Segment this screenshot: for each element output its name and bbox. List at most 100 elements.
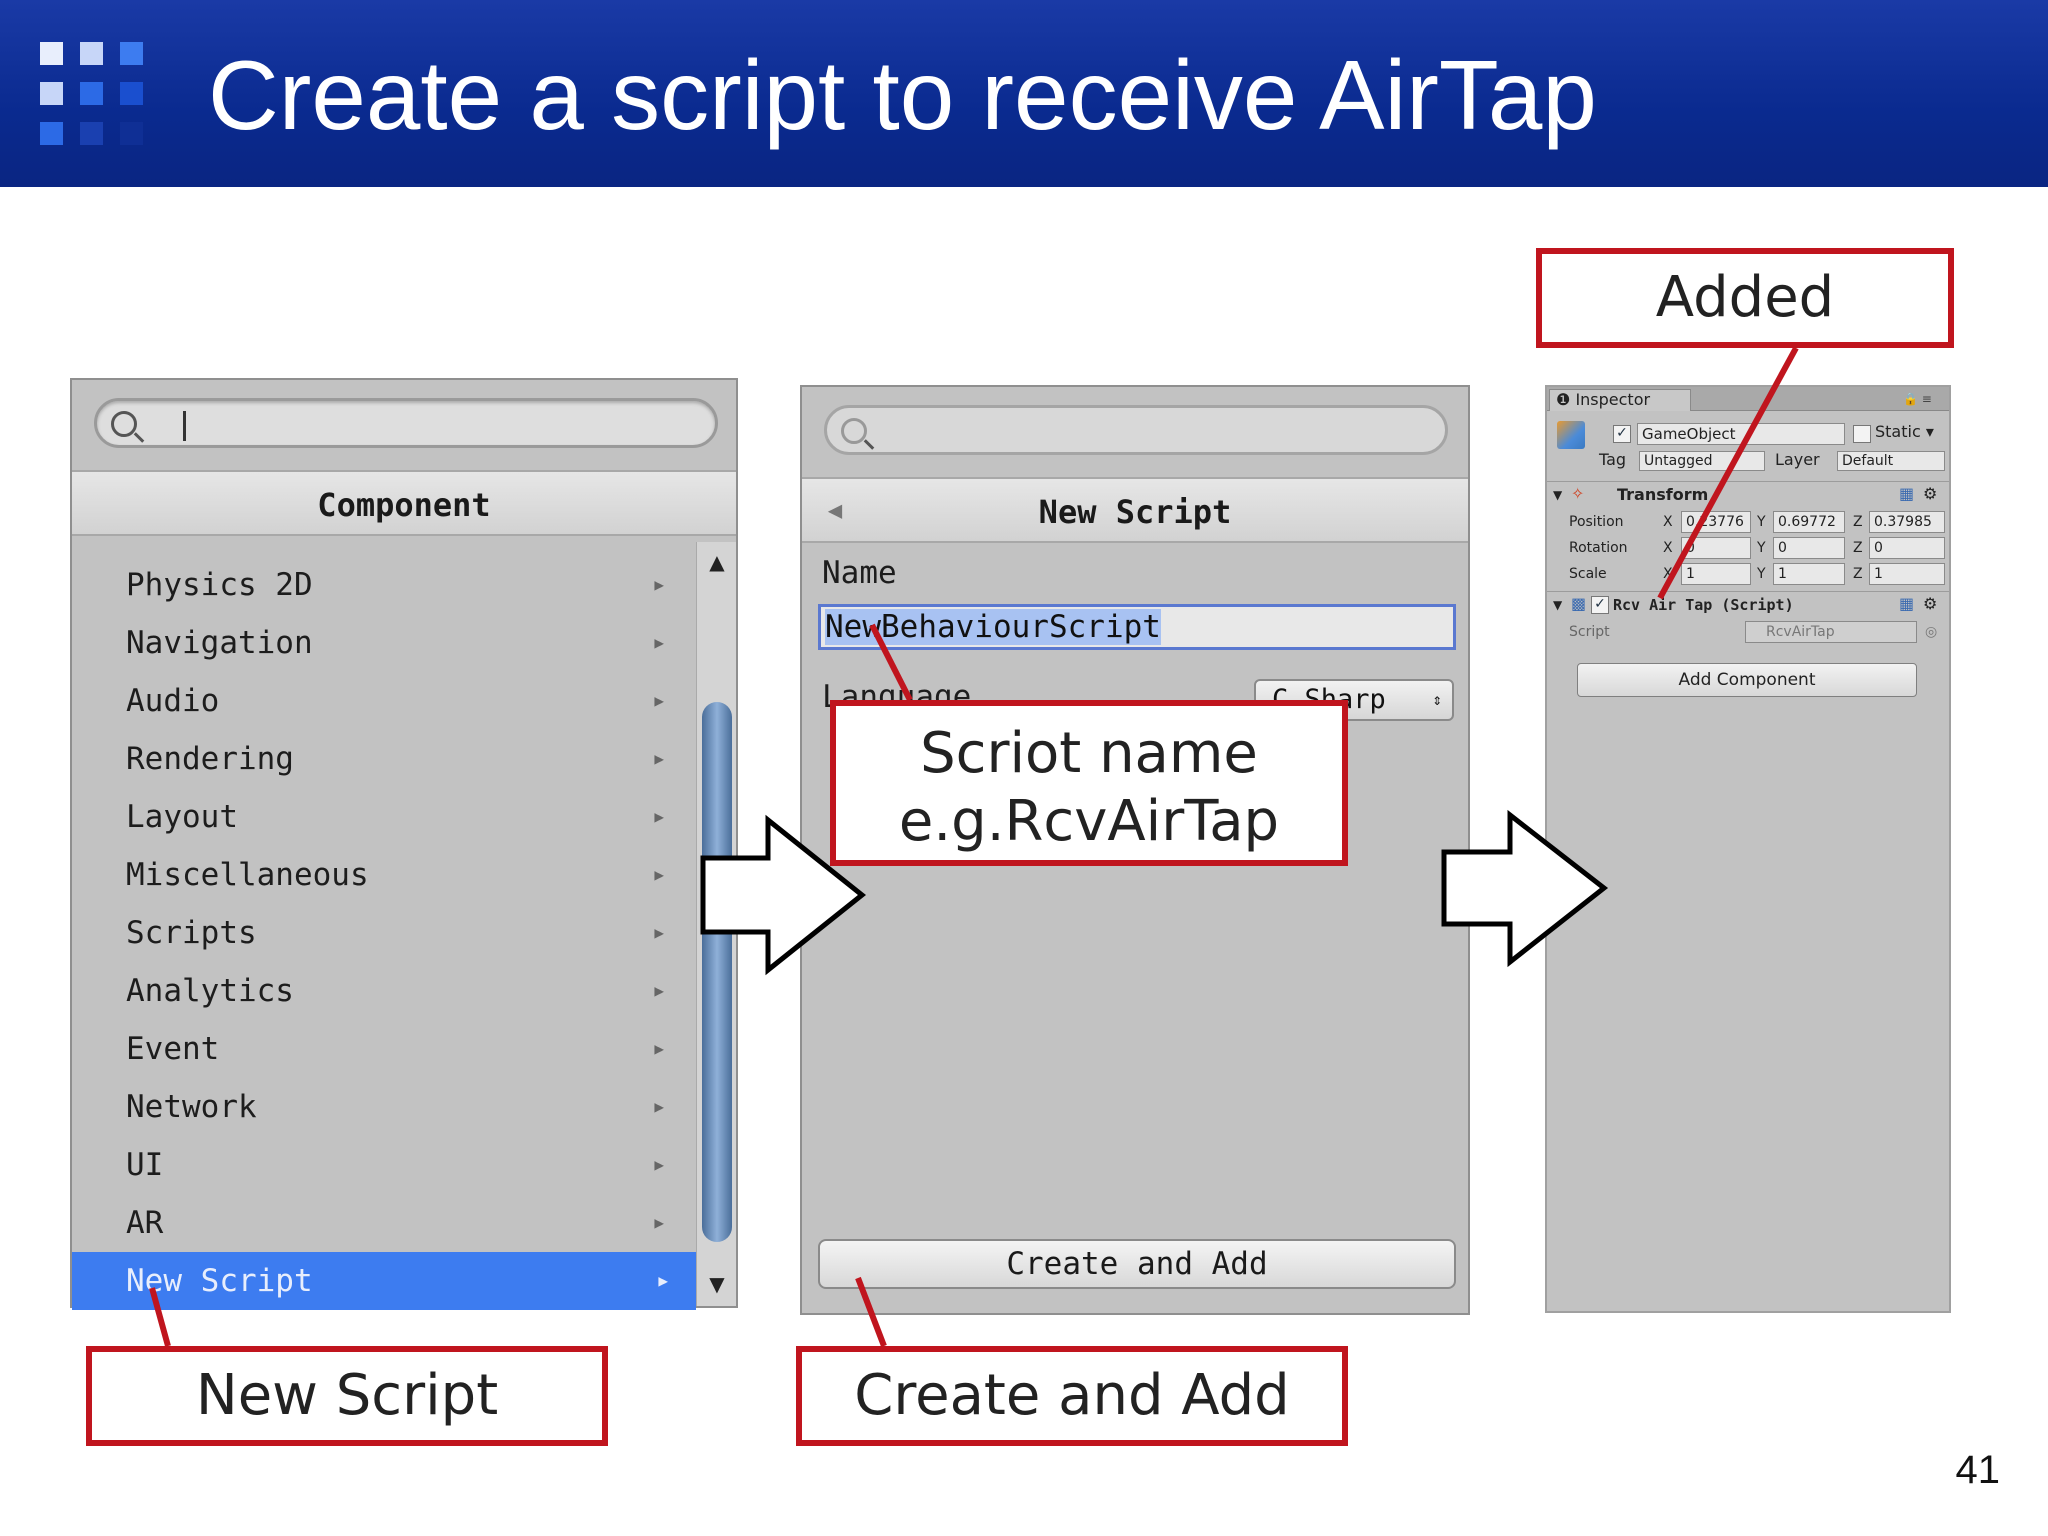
menu-scrollbar[interactable]: ▲ ▼ — [696, 542, 736, 1306]
menu-item-layout[interactable]: Layout ▶ — [72, 788, 692, 846]
chevron-right-icon: ▶ — [654, 691, 664, 710]
menu-item-ui[interactable]: UI ▶ — [72, 1136, 692, 1194]
name-label: Name — [822, 555, 897, 591]
scroll-down-icon[interactable]: ▼ — [709, 1272, 725, 1296]
slide-header: Create a script to receive AirTap — [0, 0, 2048, 187]
menu-item-audio[interactable]: Audio ▶ — [72, 672, 692, 730]
chevron-right-icon: ▶ — [654, 865, 664, 884]
back-arrow-icon[interactable]: ◀ — [827, 496, 843, 524]
component-search-input[interactable] — [94, 398, 718, 448]
menu-item-label: Event — [126, 1031, 220, 1067]
logo-squares-icon — [40, 42, 150, 147]
text-caret — [183, 411, 186, 441]
menu-item-scripts[interactable]: Scripts▶ — [72, 904, 692, 962]
menu-item-network[interactable]: Network▶ — [72, 1078, 692, 1136]
menu-item-label: UI — [126, 1147, 164, 1183]
axis-z-label: Z — [1853, 566, 1863, 582]
add-component-button[interactable]: Add Component — [1577, 663, 1917, 697]
help-book-icon[interactable]: ▦ — [1899, 594, 1915, 613]
annotation-new-script: New Script — [86, 1346, 608, 1446]
tab-inspector[interactable]: ❶ Inspector — [1549, 389, 1691, 411]
chevron-right-icon: ▶ — [654, 633, 664, 652]
menu-item-label: Miscellaneous — [126, 857, 369, 893]
script-label: Script — [1569, 624, 1610, 640]
axis-x-label: X — [1663, 514, 1673, 530]
menu-item-ar[interactable]: AR▶ — [72, 1194, 692, 1252]
transform-section-header[interactable]: ▼ ✧ Transform ▦ ⚙ — [1547, 481, 1949, 510]
object-name-field[interactable]: GameObject — [1637, 423, 1845, 445]
tag-label: Tag — [1599, 450, 1627, 469]
script-name-input[interactable]: NewBehaviourScript — [818, 604, 1456, 650]
target-icon[interactable]: ◎ — [1925, 624, 1938, 640]
position-x-field[interactable]: 0.23776 — [1681, 511, 1751, 533]
layer-select[interactable]: Default — [1837, 451, 1945, 471]
new-script-search-input[interactable] — [824, 405, 1448, 455]
position-z-field[interactable]: 0.37985 — [1869, 511, 1945, 533]
scale-x-field[interactable]: 1 — [1681, 563, 1751, 585]
updown-icon: ⇕ — [1432, 690, 1442, 709]
gear-icon[interactable]: ⚙ — [1923, 594, 1938, 613]
new-script-title: New Script — [1038, 493, 1232, 531]
menu-item-label: Scripts — [126, 915, 257, 951]
gameobject-cube-icon — [1557, 421, 1585, 449]
chevron-right-icon: ▶ — [654, 807, 664, 826]
menu-item-label: Analytics — [126, 973, 294, 1009]
info-icon: ❶ — [1556, 390, 1576, 409]
slide-title: Create a script to receive AirTap — [208, 40, 1597, 150]
rotation-label: Rotation — [1569, 540, 1628, 556]
transform-axes-icon: ✧ — [1571, 484, 1585, 503]
static-checkbox[interactable] — [1853, 425, 1871, 443]
search-icon — [111, 411, 137, 437]
axis-y-label: Y — [1757, 514, 1766, 530]
menu-item-new-script[interactable]: New Script▶ — [72, 1252, 696, 1310]
menu-item-analytics[interactable]: Analytics▶ — [72, 962, 692, 1020]
axis-x-label: X — [1663, 540, 1673, 556]
rotation-z-field[interactable]: 0 — [1869, 537, 1945, 559]
menu-item-label: AR — [126, 1205, 164, 1241]
lock-icon[interactable]: 🔒 ≡ — [1903, 392, 1932, 406]
script-component-label: Rcv Air Tap (Script) — [1613, 596, 1794, 614]
gear-icon[interactable]: ⚙ — [1923, 484, 1938, 503]
scale-label: Scale — [1569, 566, 1607, 582]
menu-item-label: Network — [126, 1089, 257, 1125]
chevron-right-icon: ▶ — [654, 1155, 664, 1174]
annotation-script-name-line2: e.g.RcvAirTap — [898, 789, 1280, 854]
name-value-prefix: Ne — [825, 609, 863, 645]
menu-item-label: New Script — [126, 1263, 313, 1299]
menu-item-miscellaneous[interactable]: Miscellaneous ▶ — [72, 846, 692, 904]
new-script-panel: ◀ New Script Name NewBehaviourScript Lan… — [800, 385, 1470, 1315]
create-and-add-button[interactable]: Create and Add — [818, 1239, 1456, 1289]
foldout-arrow-icon[interactable]: ▼ — [1553, 488, 1563, 502]
rotation-x-field[interactable]: 0 — [1681, 537, 1751, 559]
script-component-header[interactable]: ▼ ▩ ✓ Rcv Air Tap (Script) ▦ ⚙ — [1547, 591, 1949, 620]
chevron-right-icon: ▶ — [654, 749, 664, 768]
transform-label: Transform — [1617, 485, 1709, 504]
static-label: Static ▾ — [1875, 422, 1934, 441]
menu-item-event[interactable]: Event▶ — [72, 1020, 692, 1078]
tag-select[interactable]: Untagged — [1639, 451, 1765, 471]
static-label-text: Static — [1875, 422, 1921, 441]
position-y-field[interactable]: 0.69772 — [1773, 511, 1845, 533]
menu-item-label: Audio — [126, 683, 220, 719]
menu-item-label: Layout — [126, 799, 238, 835]
rotation-y-field[interactable]: 0 — [1773, 537, 1845, 559]
scrollbar-thumb[interactable] — [702, 702, 732, 1242]
menu-item-navigation[interactable]: Navigation▶ — [72, 614, 692, 672]
annotation-added: Added — [1536, 248, 1954, 348]
new-script-header: ◀ New Script — [802, 477, 1468, 543]
component-menu-panel: Component Physics 2D▶ Navigation▶ Audio▶… — [70, 378, 738, 1310]
scale-z-field[interactable]: 1 — [1869, 563, 1945, 585]
menu-item-physics-2d[interactable]: Physics 2D▶ — [72, 556, 692, 614]
scroll-up-icon[interactable]: ▲ — [709, 550, 725, 574]
active-checkbox[interactable]: ✓ — [1613, 425, 1631, 443]
inspector-tab-label: Inspector — [1575, 390, 1651, 409]
help-book-icon[interactable]: ▦ — [1899, 484, 1915, 503]
foldout-arrow-icon[interactable]: ▼ — [1553, 598, 1563, 612]
annotation-script-name: Scriot name e.g.RcvAirTap — [830, 700, 1348, 866]
script-file-icon: ▩ — [1571, 594, 1587, 613]
scale-y-field[interactable]: 1 — [1773, 563, 1845, 585]
script-reference-field: RcvAirTap — [1745, 621, 1917, 643]
script-enabled-checkbox[interactable]: ✓ — [1591, 596, 1609, 614]
menu-item-label: Rendering — [126, 741, 294, 777]
menu-item-rendering[interactable]: Rendering ▶ — [72, 730, 692, 788]
